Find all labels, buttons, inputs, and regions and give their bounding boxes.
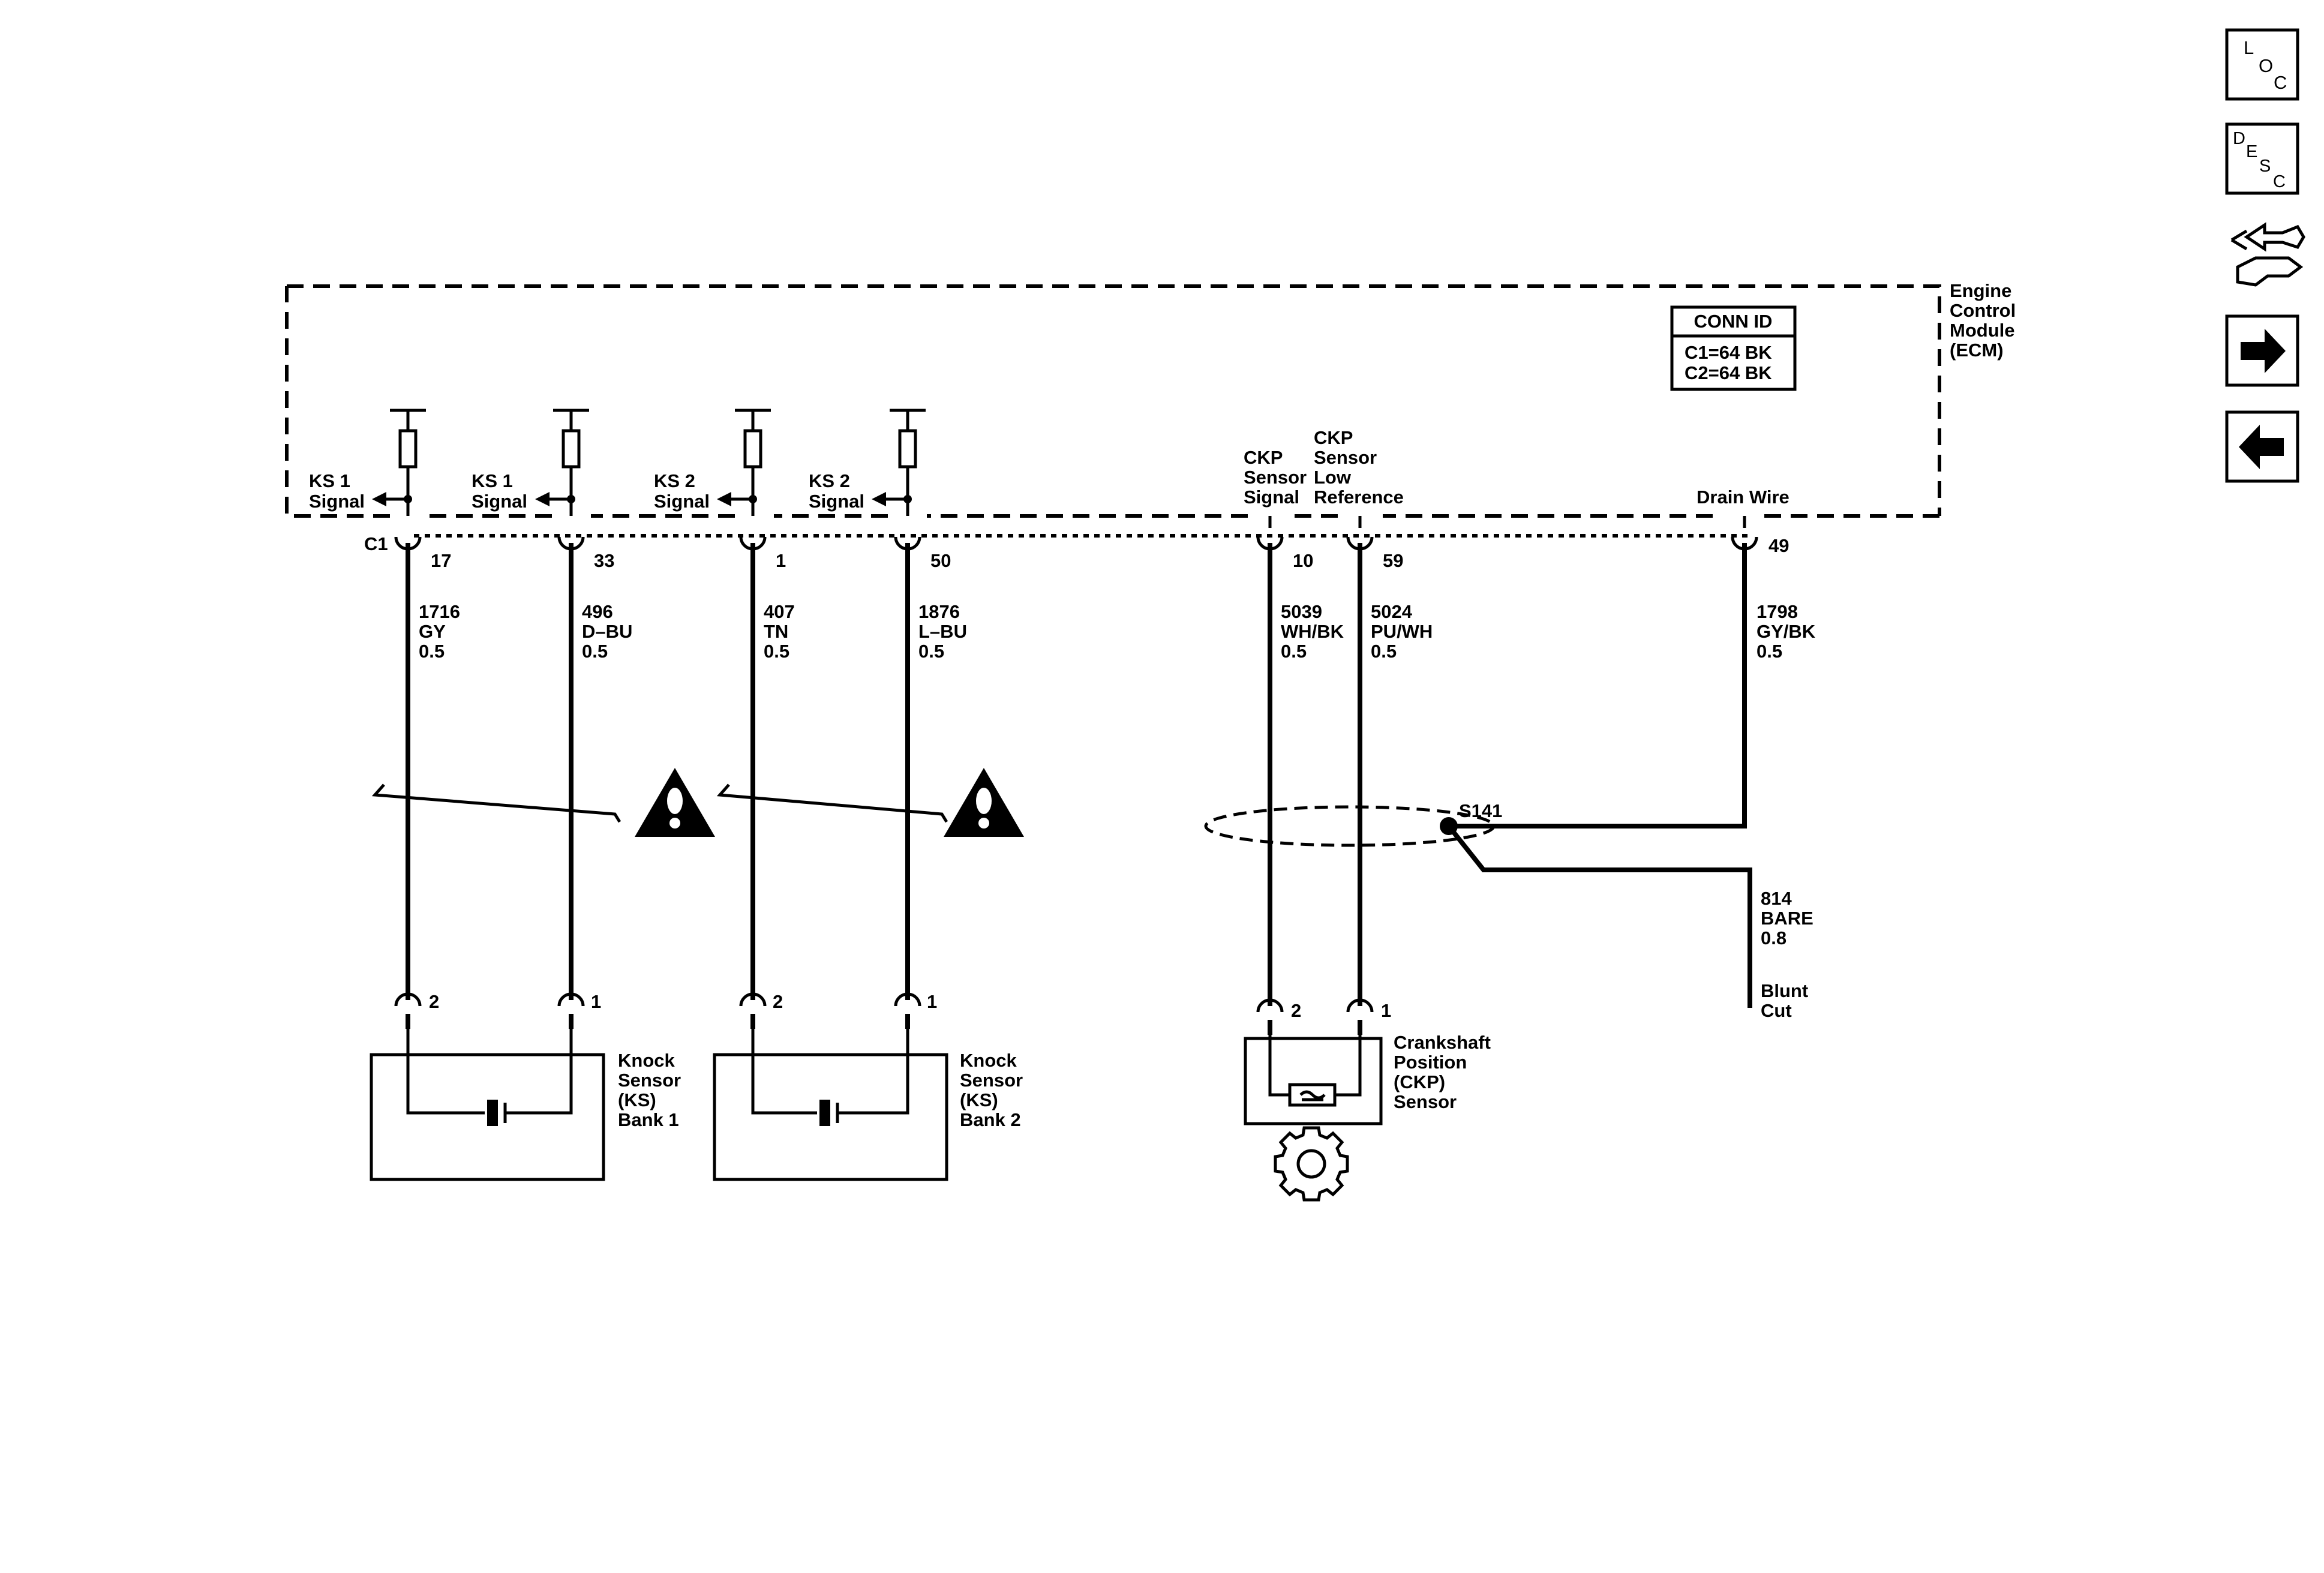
- pin-number: 50: [930, 550, 951, 571]
- ckp-sensor: [1244, 1035, 1383, 1125]
- c1-label: C1: [364, 533, 388, 554]
- knock-sensor-bank2-label: Knock Sensor (KS) Bank 2: [960, 1050, 1028, 1130]
- location-button[interactable]: L O C: [2225, 28, 2299, 101]
- pin-number: 10: [1293, 550, 1313, 571]
- description-button[interactable]: D E S C: [2225, 122, 2299, 195]
- warning-icon: [944, 768, 1024, 837]
- ckp-sensor-label: Crankshaft Position (CKP) Sensor: [1394, 1032, 1496, 1112]
- circuit-label: 5039 WH/BK 0.5: [1281, 601, 1349, 662]
- ks2-wire-a: [717, 409, 771, 1029]
- twisted-pair-mark: [716, 784, 948, 823]
- sensor-pin-number: 2: [773, 991, 783, 1012]
- pin-number: 17: [431, 550, 451, 571]
- svg-text:D: D: [2233, 129, 2245, 148]
- svg-text:O: O: [2259, 55, 2273, 76]
- conn-id-line: C2=64 BK: [1685, 362, 1772, 383]
- sensor-pin-number: 2: [429, 991, 439, 1012]
- drain-wire: [1449, 516, 1758, 828]
- ks1-signal-label: KS 1 Signal: [472, 470, 527, 512]
- pin-number: 59: [1383, 550, 1403, 571]
- conn-id-line: C1=64 BK: [1685, 342, 1772, 363]
- svg-text:E: E: [2246, 142, 2257, 161]
- splice-label: S141: [1459, 800, 1502, 821]
- sensor-pin-number: 1: [927, 991, 937, 1012]
- ks2-signal-label: KS 2 Signal: [809, 470, 864, 512]
- circuit-label: 1876 L–BU 0.5: [918, 601, 972, 662]
- blunt-cut-label: Blunt Cut: [1761, 980, 1813, 1021]
- bare-wire-label: 814 BARE 0.8: [1761, 888, 1818, 948]
- circuit-label: 407 TN 0.5: [764, 601, 800, 662]
- sensor-pin-number: 2: [1291, 1000, 1301, 1021]
- ckp-low-reference-wire: [1346, 516, 1374, 1035]
- ks1-wire-a: [372, 409, 426, 1029]
- svg-text:S: S: [2259, 157, 2271, 176]
- knock-sensor-bank1: [370, 1029, 605, 1181]
- next-arrow-button[interactable]: [2225, 314, 2299, 387]
- circuit-label: 496 D–BU 0.5: [582, 601, 638, 662]
- conn-id-title: CONN ID: [1694, 311, 1773, 332]
- circuit-label: 5024 PU/WH 0.5: [1371, 601, 1438, 662]
- ecm-label: Engine Control Module (ECM): [1950, 280, 2021, 361]
- ckp-signal-wire: [1256, 516, 1284, 1035]
- bare-wire: [1446, 824, 1752, 987]
- ks1-wire-b: [535, 409, 589, 1029]
- svg-text:L: L: [2244, 37, 2254, 58]
- pin-number: 1: [776, 550, 786, 571]
- ecm-boundary: [285, 284, 1941, 518]
- ckp-signal-label: CKP Sensor Signal: [1244, 447, 1312, 508]
- connector-end-view-icon[interactable]: [2230, 222, 2305, 287]
- svg-text:C: C: [2273, 172, 2286, 191]
- twisted-pair-mark: [371, 784, 621, 823]
- circuit-label: 1798 GY/BK 0.5: [1756, 601, 1821, 662]
- drain-wire-label: Drain Wire: [1697, 487, 1789, 508]
- sensor-pin-number: 1: [1381, 1000, 1391, 1021]
- pin-number: 49: [1768, 535, 1789, 556]
- ks2-wire-b: [872, 409, 926, 1029]
- conn-id-box: CONN ID C1=64 BK C2=64 BK: [1670, 305, 1797, 391]
- pin-number: 33: [594, 550, 614, 571]
- knock-sensor-bank1-label: Knock Sensor (KS) Bank 1: [618, 1050, 686, 1130]
- warning-icon: [635, 768, 715, 837]
- svg-text:C: C: [2274, 72, 2287, 93]
- previous-arrow-button[interactable]: [2225, 410, 2299, 483]
- ks2-signal-label: KS 2 Signal: [654, 470, 710, 512]
- circuit-label: 1716 GY 0.5: [419, 601, 466, 662]
- ks1-signal-label: KS 1 Signal: [309, 470, 365, 512]
- gear-icon: [1274, 1126, 1349, 1202]
- knock-sensor-bank2: [713, 1029, 948, 1181]
- ckp-low-reference-label: CKP Sensor Low Reference: [1314, 427, 1404, 508]
- sensor-pin-number: 1: [591, 991, 601, 1012]
